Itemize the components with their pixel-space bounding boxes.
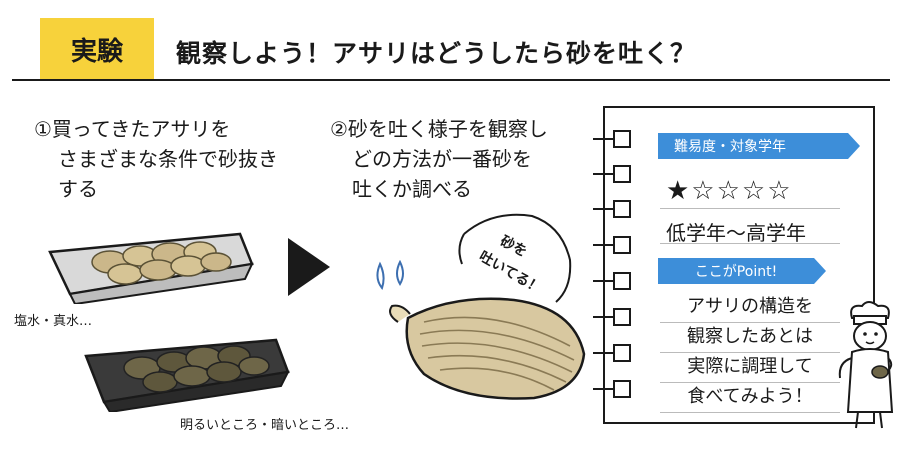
banner-arrow-icon	[848, 133, 860, 159]
binder-ring-wire	[593, 352, 615, 354]
point-line-1: アサリの構造を	[687, 296, 813, 317]
step-2-line-2: どの方法が一番砂を	[352, 147, 532, 171]
binder-ring	[613, 380, 631, 398]
step-1-line-2: さまざまな条件で砂抜き	[58, 147, 278, 171]
difficulty-banner-label: 難易度・対象学年	[674, 139, 786, 155]
binder-ring	[613, 165, 631, 183]
binder-ring	[613, 200, 631, 218]
point-banner-arrow-icon	[814, 258, 826, 284]
point-banner: ここがPoint!	[658, 258, 814, 284]
experiment-badge: 実験	[40, 18, 154, 80]
point-line-3: 実際に調理して	[687, 356, 813, 377]
point-line-4: 食べてみよう！	[687, 386, 813, 407]
chef-character-illustration	[838, 301, 894, 429]
stars-underline	[660, 208, 840, 209]
point-banner-label: ここがPoint!	[694, 264, 778, 280]
clam-spitting-sand-illustration	[389, 297, 586, 400]
point-underline-4	[660, 412, 840, 413]
step-1: ①買ってきたアサリを さまざまな条件で砂抜き する	[34, 114, 278, 204]
page-title: 観察しよう！アサリはどうしたら砂を吐く？	[176, 39, 697, 68]
point-underline-2	[660, 352, 840, 353]
arrow-right-icon	[288, 238, 330, 296]
light-tray-illustration	[48, 232, 254, 304]
difficulty-banner: 難易度・対象学年	[658, 133, 848, 159]
grade-underline	[660, 243, 840, 244]
binder-ring-wire	[593, 316, 615, 318]
binder-ring-wire	[593, 388, 615, 390]
salt-water-caption: 塩水・真水…	[14, 314, 93, 329]
title-divider	[12, 79, 890, 81]
binder-ring	[613, 344, 631, 362]
binder-ring-wire	[593, 208, 615, 210]
step-1-line-3: する	[58, 177, 98, 201]
binder-ring-wire	[593, 244, 615, 246]
point-line-2: 観察したあとは	[687, 326, 813, 347]
binder-ring	[613, 130, 631, 148]
binder-ring-wire	[593, 138, 615, 140]
step-2-line-1: ②砂を吐く様子を観察し	[330, 117, 548, 141]
water-drops-icon	[376, 260, 404, 291]
step-2-line-3: 吐くか調べる	[352, 177, 472, 201]
binder-ring	[613, 272, 631, 290]
experiment-badge-label: 実験	[70, 36, 123, 67]
point-text: アサリの構造を 観察したあとは 実際に調理して 食べてみよう！	[660, 292, 840, 412]
light-dark-caption: 明るいところ・暗いところ…	[180, 418, 350, 433]
point-underline-3	[660, 382, 840, 383]
dark-tray-illustration	[84, 338, 290, 412]
point-underline-1	[660, 322, 840, 323]
binder-ring-wire	[593, 173, 615, 175]
step-2: ②砂を吐く様子を観察し どの方法が一番砂を 吐くか調べる	[330, 114, 548, 204]
binder-ring	[613, 236, 631, 254]
binder-ring	[613, 308, 631, 326]
speech-bubble	[458, 213, 572, 303]
step-1-line-1: ①買ってきたアサリを	[34, 117, 231, 141]
difficulty-stars: ★☆☆☆☆	[666, 176, 793, 206]
target-grade: 低学年〜高学年	[666, 221, 806, 245]
binder-ring-wire	[593, 280, 615, 282]
